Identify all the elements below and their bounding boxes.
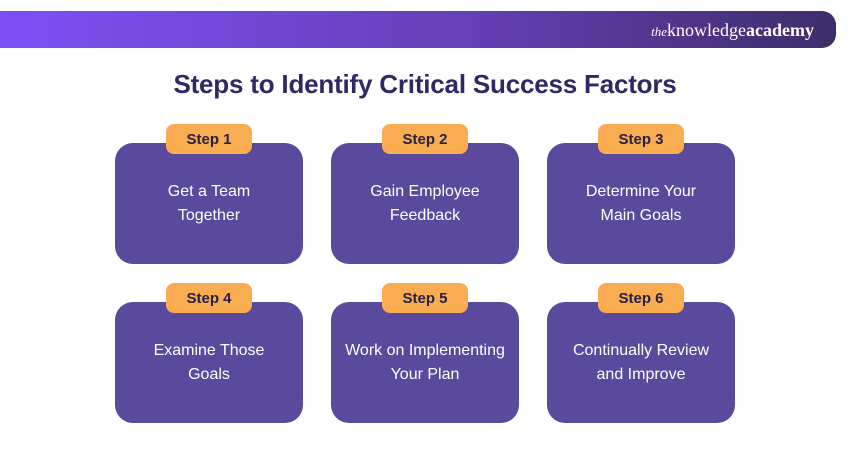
step-label-1: Get a Team Together (167, 182, 251, 224)
step-label-4: Examine Those Goals (153, 341, 265, 383)
step-badge-1: Step 1 (166, 124, 252, 154)
step-label-6: Continually Review and Improve (572, 341, 710, 383)
step-card-2: Step 2 Gain Employee Feedback (331, 124, 519, 264)
step-box-4: Examine Those Goals (115, 302, 303, 423)
step-label-5: Work on Implementing Your Plan (345, 341, 505, 383)
steps-grid: Step 1 Get a Team Together Step 2 Gain E… (115, 124, 735, 423)
logo-text-knowledge: knowledge (667, 19, 747, 40)
step-badge-4: Step 4 (166, 283, 252, 313)
step-box-6: Continually Review and Improve (547, 302, 735, 423)
step-box-2: Gain Employee Feedback (331, 143, 519, 264)
step-badge-3: Step 3 (598, 124, 684, 154)
header-bar: theknowledgeacademy (0, 11, 836, 48)
step-card-3: Step 3 Determine Your Main Goals (547, 124, 735, 264)
step-label-2: Gain Employee Feedback (370, 182, 480, 224)
page-title: Steps to Identify Critical Success Facto… (173, 69, 677, 99)
step-box-5: Work on Implementing Your Plan (331, 302, 519, 423)
logo-text-academy: academy (746, 19, 814, 40)
step-box-3: Determine Your Main Goals (547, 143, 735, 264)
step-badge-2: Step 2 (382, 124, 468, 154)
step-badge-5: Step 5 (382, 283, 468, 313)
logo-text-the: the (651, 23, 668, 39)
step-box-1: Get a Team Together (115, 143, 303, 264)
step-card-4: Step 4 Examine Those Goals (115, 283, 303, 423)
step-card-1: Step 1 Get a Team Together (115, 124, 303, 264)
step-label-3: Determine Your Main Goals (585, 182, 697, 224)
step-card-6: Step 6 Continually Review and Improve (547, 283, 735, 423)
step-badge-6: Step 6 (598, 283, 684, 313)
step-card-5: Step 5 Work on Implementing Your Plan (331, 283, 519, 423)
brand-logo: theknowledgeacademy (651, 21, 814, 39)
